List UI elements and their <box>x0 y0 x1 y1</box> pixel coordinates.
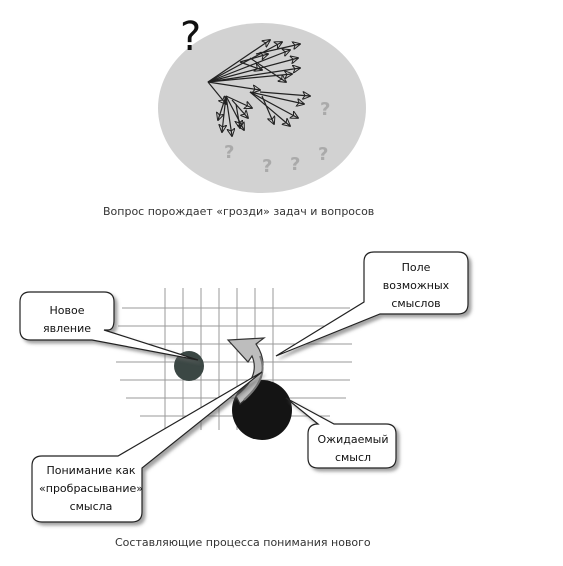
gray-oval <box>158 23 366 193</box>
question-cluster-figure: ? <box>158 14 366 193</box>
top-figure-caption: Вопрос порождает «грозди» задач и вопрос… <box>103 205 375 218</box>
small-question-mark: ? <box>290 154 300 175</box>
callout-line: смысл <box>334 451 372 464</box>
callout-new-phenomenon <box>19 291 199 361</box>
callout-line: возможных <box>382 279 450 292</box>
callout-understanding-text: Понимание как «пробрасывание» смысла <box>36 462 146 516</box>
arrow-bunch <box>207 40 310 136</box>
callout-field-of-meanings-text: Поле возможных смыслов <box>368 259 464 313</box>
callout-line: «пробрасывание» <box>39 482 143 495</box>
callout-field-of-meanings <box>275 251 469 357</box>
callout-line: Понимание как <box>46 464 136 477</box>
callout-expected-meaning-text: Ожидаемый смысл <box>314 431 392 467</box>
big-question-mark: ? <box>180 14 201 60</box>
callout-line: Ожидаемый <box>317 433 389 446</box>
callout-line: смысла <box>69 500 113 513</box>
callout-line: Поле <box>401 261 431 274</box>
callout-new-phenomenon-text: Новое явление <box>26 302 108 338</box>
small-question-marks: ? ? ? ? ? <box>224 99 330 177</box>
small-question-mark: ? <box>318 144 328 165</box>
small-question-mark: ? <box>224 142 234 163</box>
throw-arrow-shade <box>243 355 264 401</box>
callout-expected-meaning <box>285 397 397 469</box>
small-question-mark: ? <box>262 156 272 177</box>
callout-understanding <box>31 371 263 523</box>
new-phenomenon-circle <box>174 351 204 381</box>
callout-line: Новое <box>49 304 85 317</box>
callout-line: явление <box>42 322 91 335</box>
understanding-process-figure <box>19 251 469 523</box>
small-question-mark: ? <box>320 99 330 120</box>
callout-line: смыслов <box>391 297 441 310</box>
bottom-figure-caption: Составляющие процесса понимания нового <box>115 536 371 549</box>
